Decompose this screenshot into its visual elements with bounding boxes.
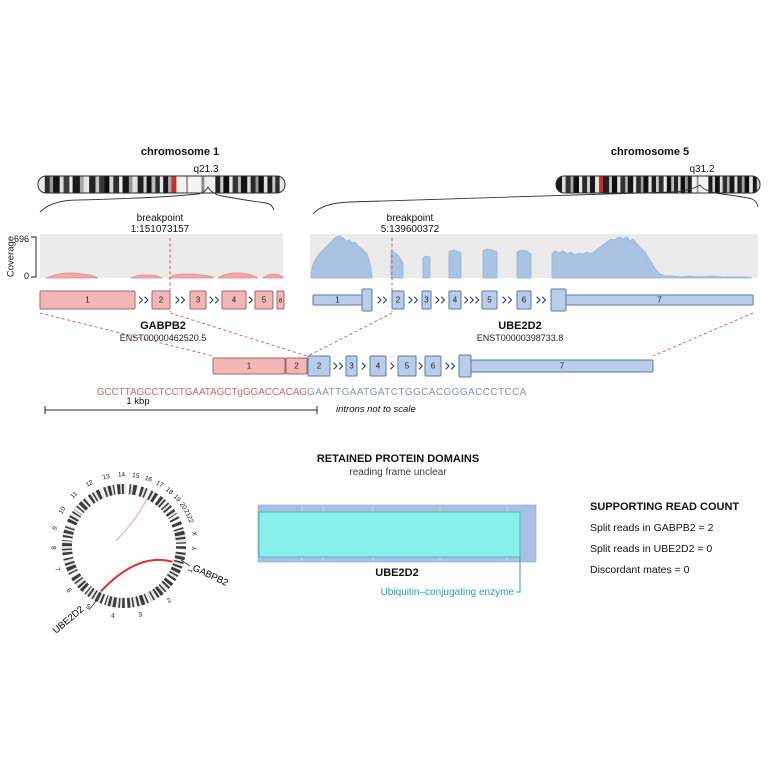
ideograms [37,175,761,215]
breakpoint2-label: breakpoint 5:139600372 [340,213,480,235]
svg-text:5: 5 [85,603,92,611]
gene1-transcript: ENST00000462520.5 [119,333,207,343]
svg-text:21: 21 [182,508,192,518]
svg-text:2: 2 [159,296,164,305]
chr1-title: chromosome 1 [140,146,220,158]
svg-text:22: 22 [185,515,194,525]
svg-text:17: 17 [155,480,165,490]
svg-text:16: 16 [144,475,154,484]
svg-text:19: 19 [172,493,182,503]
chr5-band-label: q31.2 [689,164,715,175]
svg-text:1: 1 [85,296,90,305]
svg-text:10: 10 [58,505,68,515]
svg-text:7: 7 [657,296,662,305]
scale-bar [44,406,318,414]
svg-text:4: 4 [111,612,116,620]
sequence-gene1: GCCTTAGCCTCCTGAATAGCTgGGACCACAG [96,387,307,398]
svg-text:6: 6 [65,587,73,595]
chr5-title: chromosome 5 [610,146,690,158]
svg-text:1: 1 [187,568,195,574]
coverage-axis-min: 0 [23,271,29,281]
circos-faint-arc [115,498,148,542]
svg-text:7: 7 [560,362,565,371]
svg-text:12: 12 [85,479,95,489]
svg-text:3: 3 [349,362,354,371]
svg-text:9: 9 [51,525,59,531]
reads-title: SUPPORTING READ COUNT [590,501,740,513]
breakpoint2-pos: 5:139600372 [380,224,440,235]
breakpoint1-label: breakpoint 1:151073157 [90,213,230,235]
svg-text:4: 4 [232,296,237,305]
svg-text:11: 11 [69,490,79,500]
reads-line-3: Discordant mates = 0 [590,564,690,576]
fusion-connector-lines [39,312,754,357]
svg-text:Y: Y [191,546,198,551]
fusion-transcript: 1 2 2 3 4 5 6 7 [212,354,654,378]
svg-text:5: 5 [405,362,410,371]
svg-text:1: 1 [335,296,340,305]
svg-text:4: 4 [376,362,381,371]
protein-domain-panel [257,504,537,593]
breakpoint1-word: breakpoint [136,213,184,224]
svg-text:20: 20 [178,501,188,511]
introns-note: introns not to scale [336,404,416,415]
gene-gabpb2-structure: 1 2 3 4 5 6 [39,290,285,310]
svg-text:18: 18 [164,486,174,496]
domains-title: RETAINED PROTEIN DOMAINS [316,453,480,465]
domain-name-label: Ubiquitin–conjugating enzyme [380,587,514,598]
svg-text:2: 2 [166,597,174,605]
svg-text:5: 5 [262,296,267,305]
gene2-name: UBE2D2 [498,320,542,332]
coverage-axis-title: Coverage [5,235,17,278]
svg-text:6: 6 [279,298,283,305]
coverage-tracks [31,234,758,279]
coverage-axis-max: 696 [13,234,29,244]
svg-text:X: X [190,531,198,537]
circos-gene2-label: UBE2D2 [51,604,86,636]
svg-text:6: 6 [431,362,436,371]
reads-line-2: Split reads in UBE2D2 = 0 [590,543,713,555]
svg-text:2: 2 [396,296,401,305]
svg-text:5: 5 [487,296,492,305]
breakpoint1-pos: 1:151073157 [130,224,190,235]
svg-text:4: 4 [453,296,458,305]
svg-text:3: 3 [196,296,201,305]
svg-text:7: 7 [53,567,61,573]
svg-text:15: 15 [132,472,141,480]
svg-text:3: 3 [424,296,429,305]
sequence-gene2: GAATTGAATGATCTGGCACGGGACCCTCCA [307,387,527,398]
reads-line-1: Split reads in GABPB2 = 2 [590,522,714,534]
breakpoint2-word: breakpoint [386,213,434,224]
svg-text:1: 1 [247,362,252,371]
gene1-name: GABPB2 [140,320,186,332]
svg-text:14: 14 [118,471,126,478]
circos-fusion-arc [100,558,173,593]
svg-text:2: 2 [317,362,322,371]
domains-gene-label: UBE2D2 [375,567,419,579]
gene-ube2d2-structure: 1 2 3 4 5 6 7 [312,288,754,312]
domains-subtitle: reading frame unclear [349,467,447,478]
svg-text:13: 13 [102,473,111,482]
svg-text:3: 3 [138,611,144,619]
svg-text:2: 2 [294,362,299,371]
circos-gene1-label: GABPB2 [191,563,230,589]
svg-text:6: 6 [522,296,527,305]
svg-text:8: 8 [49,546,56,550]
gene2-transcript: ENST00000398733.8 [476,333,564,343]
chr1-band-label: q21.3 [193,164,219,175]
scale-bar-label: 1 kbp [126,396,150,407]
